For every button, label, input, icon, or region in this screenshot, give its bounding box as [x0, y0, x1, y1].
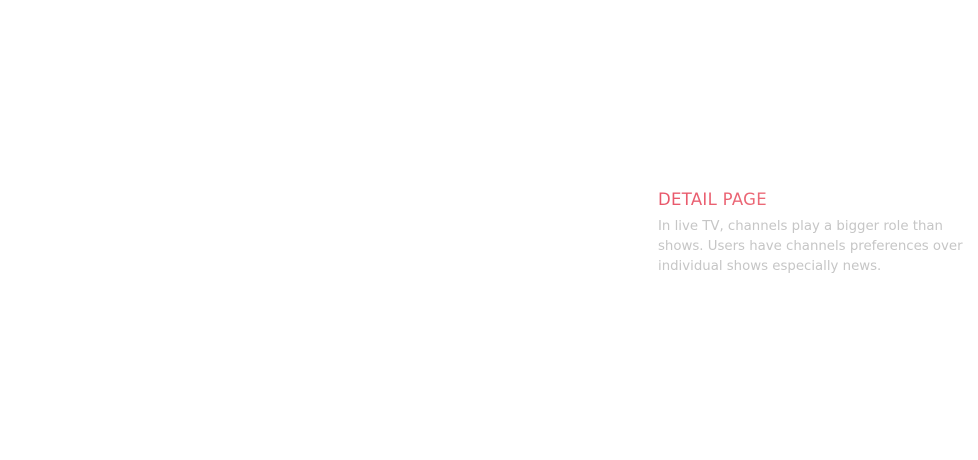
detail-page-section: DETAIL PAGE In live TV, channels play a …: [658, 189, 978, 277]
section-title: DETAIL PAGE: [658, 189, 978, 211]
section-description: In live TV, channels play a bigger role …: [658, 219, 963, 274]
